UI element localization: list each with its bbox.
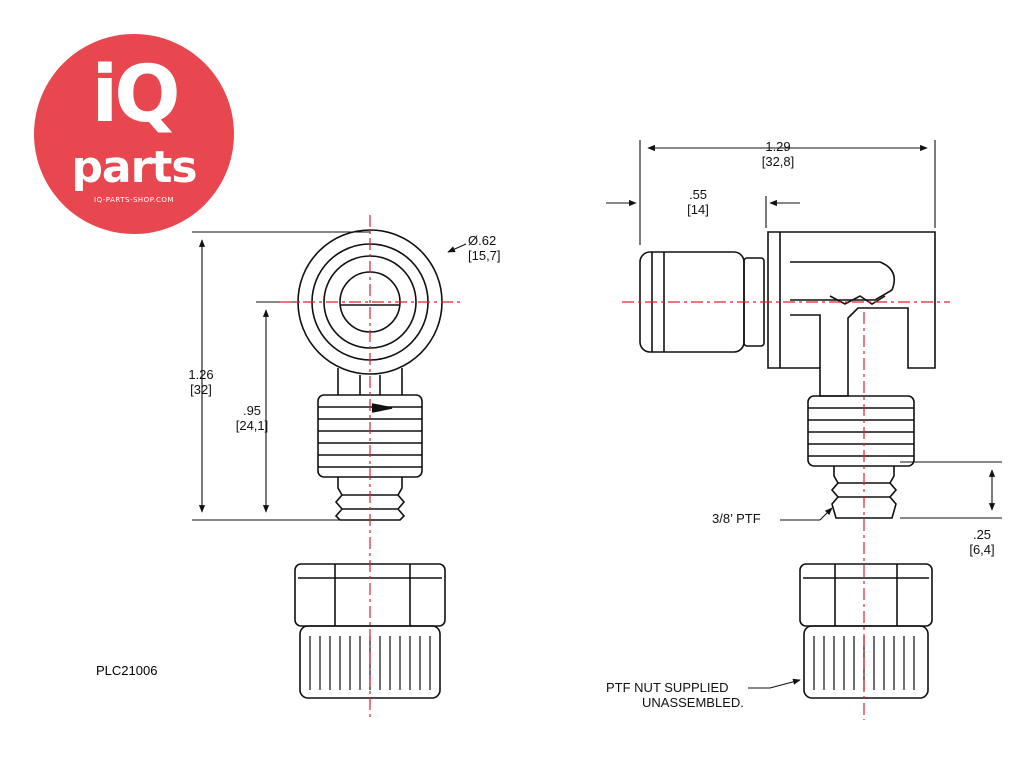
barb-length-inch: .25 [972, 527, 992, 542]
elbow-body [767, 231, 936, 397]
barb-length-label: .25 [6,4] [960, 527, 1004, 558]
nut-note-line1: PTF NUT SUPPLIED [606, 680, 729, 695]
front-view-dimensions [192, 231, 467, 521]
body-offset-inch: .55 [688, 187, 708, 202]
length-inch: 1.29 [765, 139, 791, 154]
length-label: 1.29 [32,8] [748, 139, 808, 170]
fitting-neck [337, 368, 403, 395]
diameter-label: Ø.62 [15,7] [468, 233, 501, 264]
side-ptf-nut-knurl [803, 625, 929, 699]
center-height-label: .95 [24,1] [224, 403, 280, 434]
part-number: PLC21006 [96, 663, 158, 678]
logo-brand-top: iQ [91, 50, 180, 140]
iq-parts-logo: iQ parts IQ-PARTS-SHOP.COM [34, 34, 234, 234]
body-offset-mm: [14] [687, 201, 709, 217]
side-ptf-nut-hex [799, 563, 933, 627]
side-thread-body [807, 395, 915, 467]
length-mm: [32,8] [761, 153, 795, 169]
body-offset-label: .55 [14] [678, 187, 718, 218]
height-inch: 1.26 [188, 367, 214, 382]
nut-note: PTF NUT SUPPLIED UNASSEMBLED. [606, 680, 744, 711]
logo-brand-bottom: parts [71, 142, 197, 193]
side-view-dimensions [606, 140, 1002, 689]
diameter-inch: Ø.62 [468, 233, 497, 248]
logo-website: IQ-PARTS-SHOP.COM [94, 196, 174, 204]
barb-length-mm: [6,4] [969, 541, 995, 557]
thread-callout: 3/8’ PTF [712, 511, 761, 526]
side-hose-barb [830, 466, 898, 519]
center-height-mm: [24,1] [235, 417, 269, 433]
nut-note-line2: UNASSEMBLED. [642, 694, 744, 710]
height-label: 1.26 [32] [176, 367, 226, 398]
diameter-mm: [15,7] [468, 247, 501, 263]
center-height-inch: .95 [242, 403, 262, 418]
height-mm: [32] [190, 381, 212, 397]
